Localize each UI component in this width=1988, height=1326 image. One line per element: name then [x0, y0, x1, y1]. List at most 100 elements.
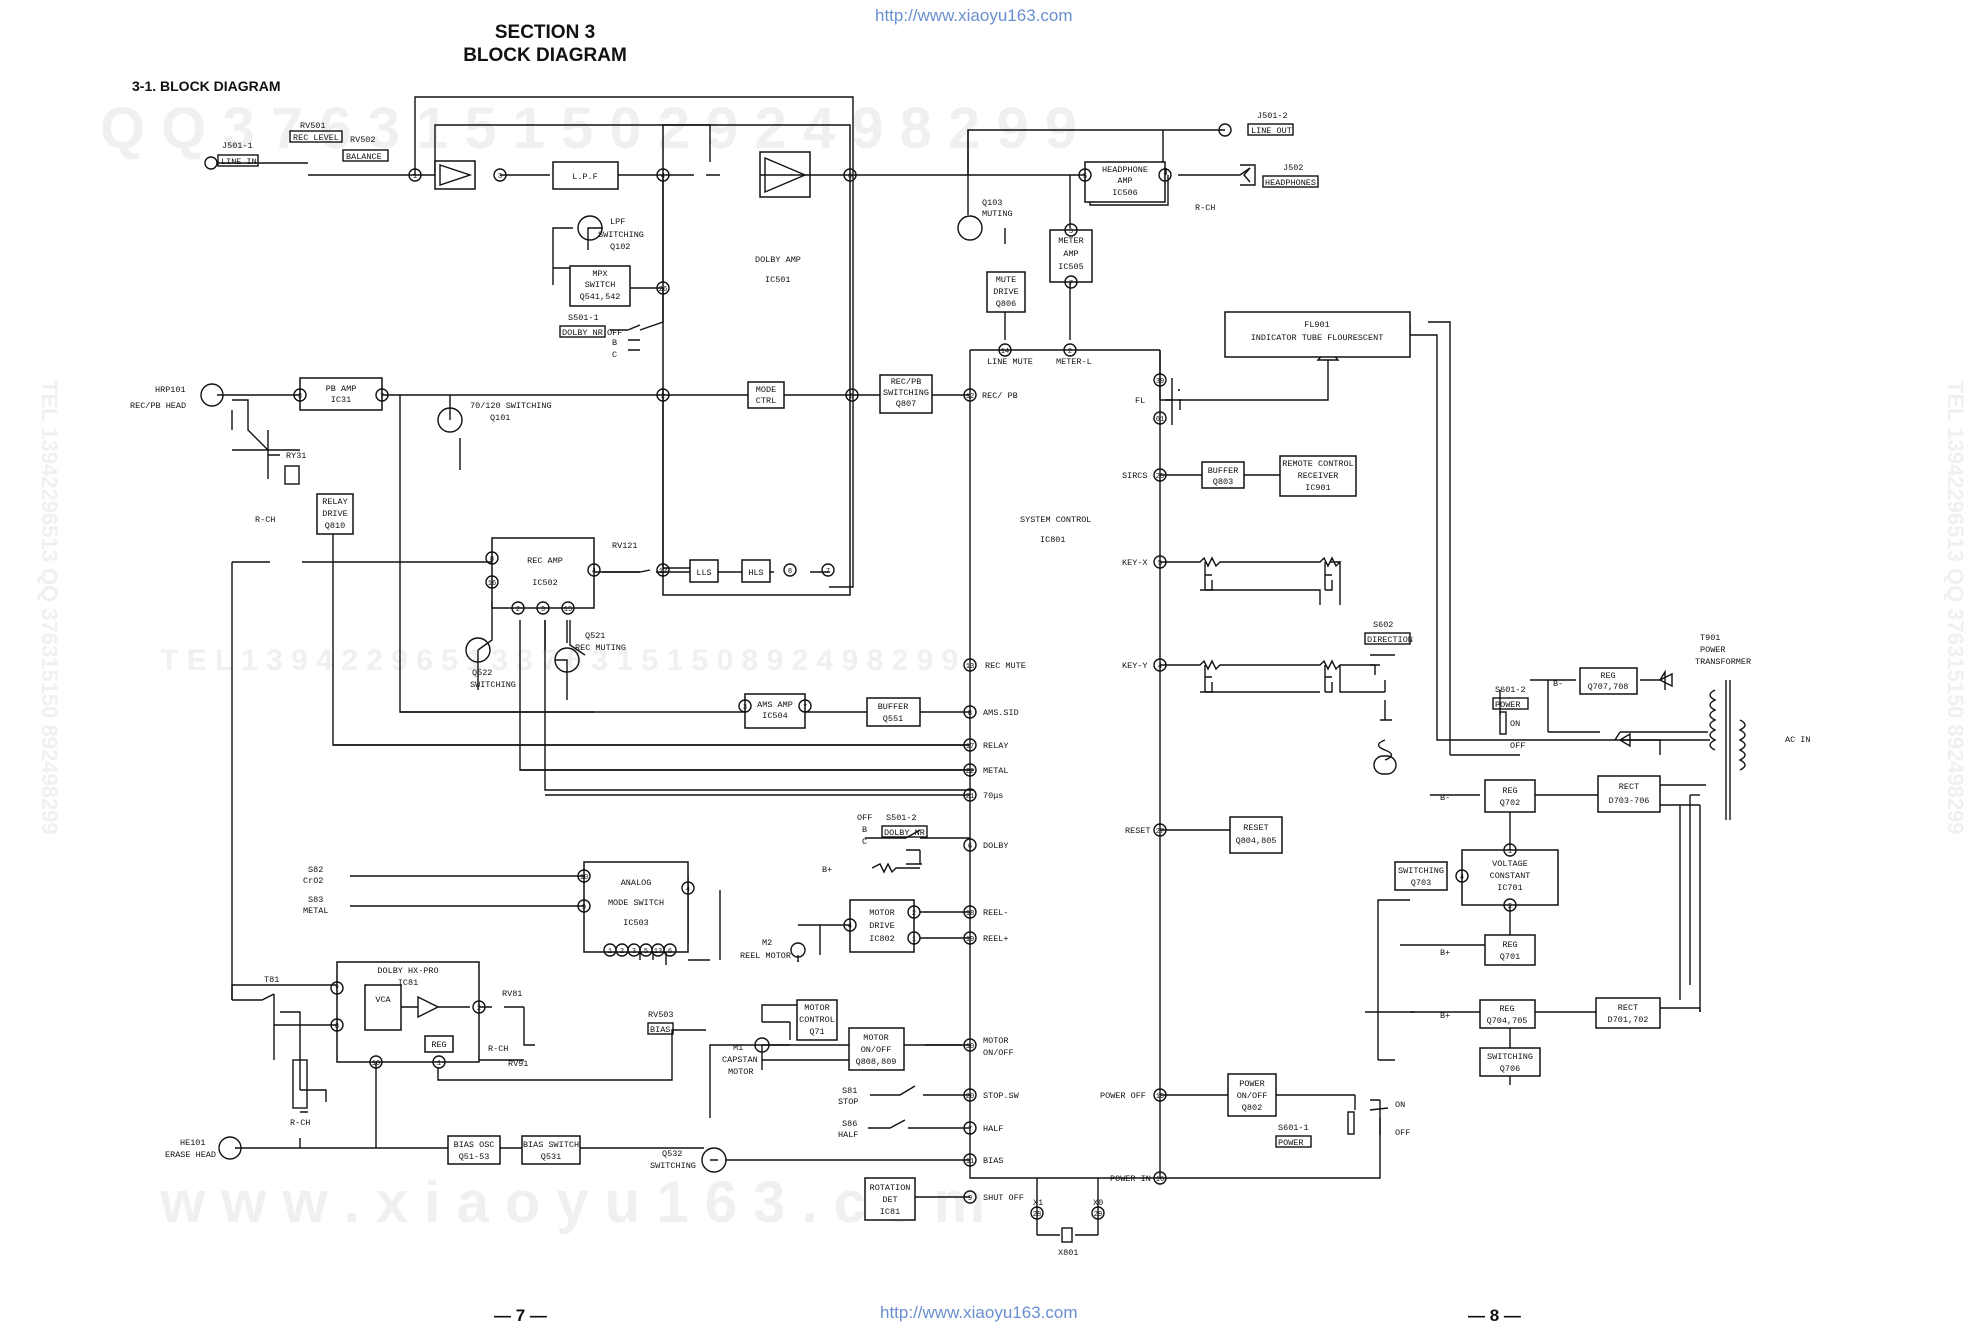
svg-text:Q806: Q806 [996, 299, 1016, 309]
source-url-bottom[interactable]: http://www.xiaoyu163.com [880, 1303, 1078, 1322]
svg-text:ON/OFF: ON/OFF [861, 1045, 892, 1055]
svg-text:SYSTEM CONTROL: SYSTEM CONTROL [1020, 515, 1091, 525]
svg-text:Q541,542: Q541,542 [580, 292, 621, 302]
svg-text:5: 5 [644, 948, 648, 956]
svg-text:Q807: Q807 [896, 399, 916, 409]
svg-text:8: 8 [788, 568, 792, 576]
svg-text:REC LEVEL: REC LEVEL [293, 133, 339, 143]
svg-text:METER-L: METER-L [1056, 357, 1092, 367]
svg-text:ON/OFF: ON/OFF [1237, 1091, 1268, 1101]
svg-text:ON: ON [1395, 1100, 1405, 1110]
q521-transistor-icon [554, 647, 580, 673]
svg-text:DOLBY: DOLBY [983, 841, 1009, 851]
svg-text:27: 27 [1156, 828, 1164, 836]
svg-text:CAPSTAN: CAPSTAN [722, 1055, 758, 1065]
svg-text:Q532: Q532 [662, 1149, 682, 1159]
svg-text:D701,702: D701,702 [1608, 1015, 1649, 1025]
svg-text:REEL+: REEL+ [983, 934, 1009, 944]
svg-text:M2: M2 [762, 938, 772, 948]
svg-text:DOLBY HX-PRO: DOLBY HX-PRO [377, 966, 438, 976]
svg-text:S86: S86 [842, 1119, 857, 1129]
svg-text:7: 7 [1069, 280, 1073, 288]
source-url-top[interactable]: http://www.xiaoyu163.com [875, 6, 1073, 25]
svg-text:MODE: MODE [756, 385, 776, 395]
svg-text:METAL: METAL [303, 906, 329, 916]
svg-text:IC502: IC502 [532, 578, 558, 588]
svg-text:10: 10 [580, 874, 588, 882]
bias-switch-block: BIAS SWITCH Q531 [521, 1135, 581, 1165]
svg-text:Q803: Q803 [1213, 477, 1233, 487]
svg-text:2: 2 [661, 393, 665, 401]
line-in-jack-icon [204, 156, 218, 170]
svg-text:MOTOR: MOTOR [863, 1033, 889, 1043]
svg-text:METER: METER [1058, 236, 1084, 246]
svg-text:Q706: Q706 [1500, 1064, 1520, 1074]
svg-text:CTRL: CTRL [756, 396, 776, 406]
power-onoff-block: POWER ON/OFF Q802 [1227, 1073, 1277, 1117]
svg-text:S602: S602 [1373, 620, 1393, 630]
watermark-side-left: TEL 13942296513 QQ 376315150 892498299 [37, 380, 62, 835]
svg-text:HE101: HE101 [180, 1138, 206, 1148]
svg-text:8: 8 [490, 556, 494, 564]
svg-text:R-CH: R-CH [488, 1044, 508, 1054]
reset-block: RESET Q804,805 [1229, 816, 1283, 854]
svg-text:3: 3 [743, 704, 747, 712]
buffer-q803-block: BUFFER Q803 [1201, 461, 1245, 489]
svg-text:7: 7 [968, 1126, 972, 1134]
svg-text:S601-2: S601-2 [1495, 685, 1526, 695]
svg-text:2: 2 [516, 606, 520, 614]
svg-text:REG: REG [1502, 940, 1517, 950]
svg-text:28: 28 [1033, 1211, 1041, 1219]
meter-amp-block: METER AMP IC505 [1049, 229, 1093, 283]
analog-mode-switch-block: ANALOG MODE SWITCH IC503 [583, 861, 689, 953]
svg-text:Q103: Q103 [982, 198, 1002, 208]
symbols [200, 123, 1746, 1243]
svg-text:26: 26 [659, 286, 667, 294]
svg-text:Q702: Q702 [1500, 798, 1520, 808]
relay-icon [284, 465, 300, 485]
svg-text:R-CH: R-CH [255, 515, 275, 525]
transformer-icon [1709, 680, 1731, 820]
svg-text:B: B [612, 338, 617, 348]
lls-block: LLS [689, 559, 719, 583]
svg-text:RESET: RESET [1125, 826, 1151, 836]
svg-text:REC AMP: REC AMP [527, 556, 563, 566]
page-number-right: — 8 — [1468, 1306, 1521, 1325]
svg-text:T81: T81 [264, 975, 279, 985]
svg-text:RESET: RESET [1243, 823, 1269, 833]
voltage-constant-block: VOLTAGE CONSTANT IC701 [1461, 849, 1559, 906]
svg-text:11: 11 [966, 1158, 974, 1166]
svg-text:1: 1 [437, 1060, 441, 1068]
svg-text:DIRECTION: DIRECTION [1367, 635, 1413, 645]
svg-text:Q804,805: Q804,805 [1236, 836, 1277, 846]
svg-text:DET: DET [882, 1195, 897, 1205]
svg-text:R-CH: R-CH [1195, 203, 1215, 213]
svg-text:RECT: RECT [1618, 1003, 1638, 1013]
svg-text:8: 8 [335, 1023, 339, 1031]
svg-text:29: 29 [1094, 1211, 1102, 1219]
svg-text:TRANSFORMER: TRANSFORMER [1695, 657, 1751, 667]
svg-text:Q51-53: Q51-53 [459, 1152, 490, 1162]
svg-text:B+: B+ [1440, 948, 1450, 958]
svg-text:L.P.F: L.P.F [572, 172, 598, 182]
svg-text:IC81: IC81 [880, 1207, 900, 1217]
svg-text:J502: J502 [1283, 163, 1303, 173]
svg-text:DRIVE: DRIVE [322, 509, 348, 519]
s601-2-switch-icon [1499, 711, 1507, 735]
svg-text:RELAY: RELAY [322, 497, 348, 507]
q103-muting-transistor-icon [957, 215, 983, 241]
svg-text:13: 13 [654, 948, 662, 956]
svg-text:Q701: Q701 [1500, 952, 1520, 962]
svg-text:RV502: RV502 [350, 135, 376, 145]
remote-control-block: REMOTE CONTROL RECEIVER IC901 [1279, 455, 1357, 497]
svg-text:J501-2: J501-2 [1257, 111, 1288, 121]
svg-text:B+: B+ [1440, 1011, 1450, 1021]
svg-text:INDICATOR TUBE FLOURESCENT: INDICATOR TUBE FLOURESCENT [1251, 333, 1384, 343]
watermark-layer: Q Q 3 7 6 3 1 5 1 5 0 2 9 2 4 9 8 2 9 9 … [37, 96, 1968, 1235]
svg-text:RECEIVER: RECEIVER [1298, 471, 1339, 481]
svg-text:MUTE: MUTE [996, 275, 1016, 285]
svg-text:CONTROL: CONTROL [799, 1015, 835, 1025]
svg-text:REEL MOTOR: REEL MOTOR [740, 951, 791, 961]
capstan-motor-icon [754, 1037, 770, 1053]
mpx-switch-block: MPX SWITCH Q541,542 [569, 265, 631, 307]
